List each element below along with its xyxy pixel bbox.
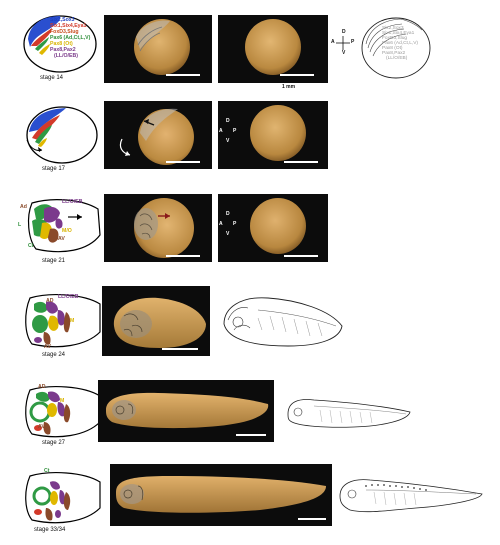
- stage17-photo-lateral: [104, 101, 212, 169]
- stage14-gene-6: Pax8,Pax2: [50, 47, 76, 53]
- stage17-axis-a: A: [219, 128, 223, 134]
- sketch-gene-3: FoxD3,Slug: [382, 36, 408, 41]
- stage33-schematic: [25, 472, 101, 524]
- stage27-schematic: [25, 386, 101, 438]
- stage21-axis-p: P: [233, 221, 237, 227]
- stage27-label-m: M: [60, 398, 65, 404]
- stage27-label-av: AV: [38, 424, 45, 430]
- sketch-gene-1: Six2,Sox3: [382, 26, 404, 31]
- sketch-gene-5: Pax8 (Ot): [382, 46, 403, 51]
- stage24-label-top: LL/O/EB: [58, 294, 79, 300]
- stage21-axis-a: A: [219, 221, 223, 227]
- stage14-photo-lateral: [104, 15, 212, 83]
- stage33-photo: [110, 464, 332, 526]
- stage21-label-ad: Ad: [20, 204, 27, 210]
- stage21-scale-bar-1: [166, 255, 200, 257]
- stage17-scale-bar-1: [166, 161, 200, 163]
- stage24-label-av: AV: [44, 344, 51, 350]
- stage14-gene-1: Six2,Sox3: [50, 17, 75, 23]
- stage24-label: stage 24: [42, 352, 66, 358]
- axis-posterior-label: P: [351, 39, 355, 45]
- sketch-gene-7: (LL/O/EB): [386, 56, 408, 61]
- stage24-schematic: [25, 294, 101, 348]
- stage14-gene-5: Pax8 (Ot): [50, 41, 73, 47]
- stage21-label-top: LL/O/EB: [62, 199, 83, 205]
- stage27-photo: [98, 380, 274, 442]
- stage17-axis-v: V: [226, 138, 230, 144]
- axis-cross-icon: [336, 36, 350, 50]
- stage27-sketch: [287, 399, 411, 428]
- stage24-scale-bar: [162, 348, 198, 350]
- stage21-photo-dorsal: D A P V: [218, 194, 328, 262]
- stage17-axis-p: P: [233, 128, 237, 134]
- stage14-sketch: [361, 17, 431, 79]
- axis-dorsal-label: D: [342, 29, 346, 35]
- stage33-scale-bar: [298, 518, 326, 520]
- stage14-gene-2: Six1,Six4,Eya1: [50, 23, 87, 29]
- stage21-label-l: L: [18, 222, 22, 228]
- scale-bar-label: 1 mm: [282, 84, 296, 90]
- stage24-photo: [102, 286, 210, 356]
- stage21-label-av: AV: [58, 236, 65, 242]
- stage21-photo-lateral: [104, 194, 212, 262]
- stage21-axis-v: V: [226, 231, 230, 237]
- stage27-label: stage 27: [42, 440, 66, 446]
- sketch-gene-6: Pax8,Pax2: [382, 51, 406, 56]
- stage17-axis-d: D: [226, 118, 230, 124]
- stage14-label: stage 14: [40, 75, 64, 81]
- stage33-label: stage 33/34: [34, 527, 66, 533]
- stage33-label-ct: Ct: [44, 468, 50, 474]
- sketch-gene-4: Pax6 (Ad,Ct,L,V): [382, 41, 418, 46]
- stage14-photo-dorsal: [218, 15, 328, 83]
- stage14-gene-3: FoxD3,Slug: [50, 29, 79, 35]
- stage24-label-ad: AD: [46, 298, 54, 304]
- stage17-photo-dorsal: D A P V: [218, 101, 328, 169]
- stage14-gene-4: Pax6 (Ad,Ct,L,V): [50, 35, 91, 41]
- stage14-gene-7: (LL/O/EB): [54, 53, 78, 59]
- stage24-sketch: [223, 297, 343, 347]
- stage14-scale-bar-2: [280, 74, 314, 76]
- axis-ventral-label: V: [342, 50, 346, 56]
- stage21-schematic: [27, 199, 101, 253]
- stage14-scale-bar-1: [166, 74, 200, 76]
- stage21-label: stage 21: [42, 258, 66, 264]
- axis-anterior-label: A: [331, 39, 335, 45]
- stage17-label: stage 17: [42, 166, 66, 172]
- stage21-label-m: M/O: [62, 228, 72, 234]
- stage27-label-ad: AD: [38, 384, 46, 390]
- stage33-sketch: [339, 479, 483, 513]
- sketch-gene-2: Six1,Six4,Eya1: [382, 31, 415, 36]
- stage24-label-m: M: [70, 318, 75, 324]
- stage21-axis-d: D: [226, 211, 230, 217]
- stage21-scale-bar-2: [284, 255, 318, 257]
- stage21-label-ct: Ct: [28, 243, 34, 249]
- stage17-schematic: [26, 106, 98, 164]
- stage14-schematic: [23, 15, 97, 73]
- stage17-scale-bar-2: [284, 161, 318, 163]
- stage27-scale-bar: [236, 434, 266, 436]
